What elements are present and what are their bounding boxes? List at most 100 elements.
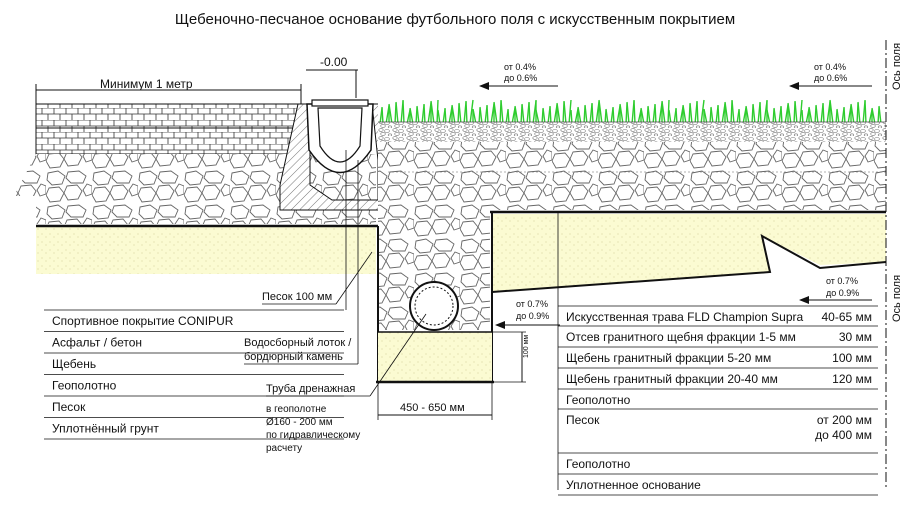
grass-blade [605,108,609,125]
grass-blade [549,105,552,125]
grass-blade [836,108,840,125]
grass-blade [794,100,798,125]
right-legend-label: Геополотно [566,457,631,471]
grass-blade [577,106,582,125]
grass-blade [724,101,729,125]
grass-blade [521,103,525,125]
grass-blade [507,108,510,125]
grass-blade [878,105,882,125]
grass-blade [479,106,483,125]
tray-label-2: бордюрный камень [244,351,343,363]
grass-blade [568,99,572,125]
grass-blade [528,101,531,125]
grass-blade [843,106,846,125]
grass-blade [598,99,603,125]
grass-blade [469,99,474,125]
grass-blade [696,100,699,125]
left-legend-label: Асфальт / бетон [52,336,142,350]
min-width-label: Минимум 1 метр [100,77,193,91]
right-legend-label: Уплотненное основание [566,478,701,492]
slope-4-from: от 0.7% [826,276,858,286]
grass-blade [773,107,777,125]
grass-blade [850,103,855,125]
grass-blade [556,102,561,125]
grass-blade [542,107,546,125]
right-legend-label: Отсев гранитного щебня фракции 1-5 мм [566,330,796,344]
right-legend-label: Песок [566,413,600,427]
pipe-label-4: расчету [266,443,302,454]
right-legend-label: Щебень гранитный фракции 20-40 мм [566,372,778,386]
grass-blade [731,99,735,125]
left-legend-label: Геополотно [52,379,117,393]
pavers-surface-layer [35,103,302,129]
grass-blade [633,99,636,125]
grass-blade [619,103,624,125]
grass-blade [423,103,426,125]
grass-blade [717,104,720,125]
asphalt-layer [35,127,302,155]
left-legend-label: Уплотнённый грунт [52,422,159,436]
field-sand-layer [492,214,886,292]
right-legend-value: 100 мм [832,351,872,365]
trench-depth-label: 100 мм [523,335,530,358]
grass-blade [787,102,792,125]
grass-blade [472,108,477,125]
trench-gravel [378,200,490,330]
grass-blade [667,99,670,125]
grass-blade [864,99,867,125]
slope-2-from: от 0.4% [814,62,846,72]
right-legend-value: 30 мм [839,330,872,344]
grass-blade [381,106,384,125]
left-sand-layer [36,226,376,274]
grass-blade [871,107,876,125]
pipe-label-2: Ø160 - 200 мм [266,417,333,428]
tray-grate [311,99,369,107]
grass-blade [402,99,405,125]
grass-blade [584,104,588,125]
grass-blade [710,106,714,125]
grass-blade [700,99,705,125]
grass-blade [486,104,489,125]
field-gravel-layer [378,142,886,210]
left-legend-label: Спортивное покрытие CONIPUR [52,314,234,328]
field-bottom-geotextile [491,234,887,293]
slope-1-to: до 0.6% [504,73,537,83]
grass-blade [409,107,414,125]
axis-label-top: Ось поля [891,43,903,90]
grass-blade [444,107,447,125]
right-legend-label: Искусственная трава FLD Champion Supra [566,310,804,324]
slope-2-to: до 0.6% [814,73,847,83]
trench-sand-layer [378,332,492,382]
pipe-leader-diag [369,313,427,397]
grass-blade [752,103,756,125]
pipe-label-1: в геополотне [266,404,327,415]
trench-width-label: 450 - 650 мм [400,402,465,414]
left-layer-legend: Спортивное покрытие CONIPUR Асфальт / бет… [44,309,344,440]
grass-blade [388,103,393,125]
grass-blade [829,99,834,125]
grass-blades [379,99,882,125]
grass-blade [430,100,435,125]
grass-blade [458,102,462,125]
grass-blade [661,100,666,125]
grass-blade [626,101,630,125]
drain-pipe [409,281,459,331]
grass-blade [780,105,783,125]
grass-blade [493,101,498,125]
right-legend-value: до 400 мм [815,428,872,442]
slope-1-from: от 0.4% [504,62,536,72]
grass-blade [514,105,519,125]
grass-blade [759,101,762,125]
left-gravel-layer [36,154,376,224]
left-legend-label: Щебень [52,357,96,371]
left-legend-label: Песок [52,400,86,414]
right-legend-value: от 200 мм [817,413,872,427]
grass-blade [822,102,825,125]
sand-100-label: Песок 100 мм [262,291,332,303]
grass-blade [500,99,504,125]
grass-blade [640,107,645,125]
screening-layer [378,122,886,142]
drainage-tray-channel [317,107,363,163]
grass-blade [799,99,803,125]
